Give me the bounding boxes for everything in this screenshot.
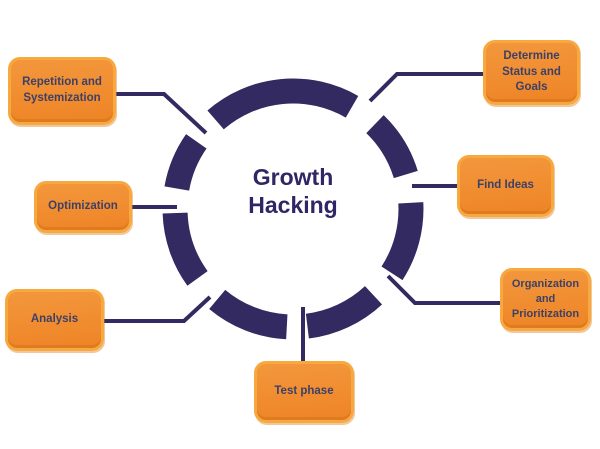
node-label: Optimization <box>48 200 118 213</box>
connector-line <box>102 295 212 323</box>
node-label: Find Ideas <box>477 179 534 192</box>
node-test-phase: Test phase <box>254 361 354 423</box>
ring-segment <box>381 202 424 281</box>
connector-line <box>368 72 485 103</box>
node-repetition-and-systemization: Repetition and Systemization <box>8 57 116 125</box>
node-label: Repetition and Systemization <box>22 76 102 104</box>
node-find-ideas: Find Ideas <box>457 155 554 217</box>
node-label: Determine Status and Goals <box>502 50 561 94</box>
node-label: Organization and Prioritization <box>511 278 580 320</box>
ring-segment <box>207 78 359 130</box>
connector-line <box>386 274 502 305</box>
node-analysis: Analysis <box>5 289 104 351</box>
node-label: Test phase <box>274 385 334 398</box>
node-determine-status-and-goals: Determine Status and Goals <box>483 40 580 105</box>
ring-segment <box>162 212 208 286</box>
node-label: Analysis <box>30 313 79 326</box>
ring-segment <box>366 115 418 179</box>
ring-segment <box>305 285 383 339</box>
ring-segment <box>209 289 288 340</box>
node-organization-and-prioritization: Organization and Prioritization <box>500 268 591 331</box>
node-optimization: Optimization <box>34 181 132 233</box>
center-title: Growth Hacking <box>248 164 338 219</box>
ring-segment <box>164 134 207 192</box>
connector-line <box>116 92 208 135</box>
